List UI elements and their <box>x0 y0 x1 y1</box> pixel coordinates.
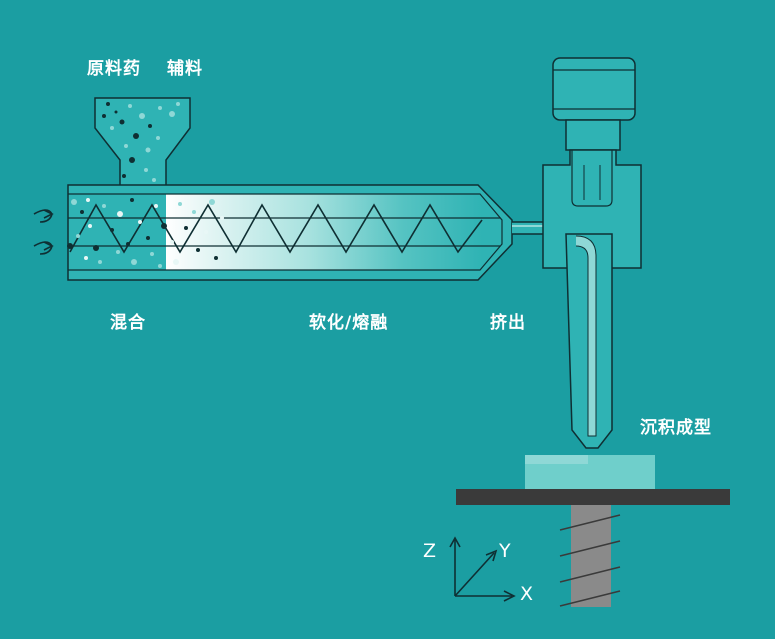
particle <box>156 136 160 140</box>
particle <box>106 102 110 106</box>
extruder-barrel <box>67 184 513 281</box>
particle <box>178 202 182 206</box>
particle <box>170 240 174 244</box>
particle <box>129 157 135 163</box>
particle <box>133 133 139 139</box>
particle <box>93 245 99 251</box>
particle <box>110 228 114 232</box>
particle <box>139 113 145 119</box>
particle <box>173 259 179 265</box>
particle <box>86 198 90 202</box>
mixing-particles <box>67 198 224 268</box>
feed-arrows <box>33 209 54 255</box>
particle <box>114 110 118 114</box>
lead-screw-threads <box>559 514 621 607</box>
particle <box>71 199 77 205</box>
particle <box>122 174 126 178</box>
x-axis-arrow <box>503 590 516 602</box>
particle <box>204 230 208 234</box>
particle <box>196 248 200 252</box>
particle <box>152 178 156 182</box>
particle <box>192 210 196 214</box>
screw-flight <box>69 203 483 254</box>
particle <box>117 211 123 217</box>
y-axis-label: Y <box>499 540 511 562</box>
particle <box>80 210 84 214</box>
particle <box>145 147 151 153</box>
particle <box>128 104 132 108</box>
z-axis-label: Z <box>423 540 437 562</box>
extrusion-label: 挤出 <box>490 313 526 333</box>
particle <box>84 256 88 260</box>
api-label: 原料药 <box>87 59 141 79</box>
particle <box>138 220 142 224</box>
particle <box>67 243 73 249</box>
particle <box>76 234 80 238</box>
mixing-label: 混合 <box>110 313 146 333</box>
build-plate <box>456 489 730 505</box>
particle <box>102 114 106 118</box>
excipient-label: 辅料 <box>167 59 203 79</box>
particle <box>214 256 218 260</box>
z-axis-arrow <box>449 536 461 548</box>
particle <box>158 264 162 268</box>
particle <box>119 119 125 125</box>
melting-label: 软化/熔融 <box>309 313 389 333</box>
particle <box>161 223 167 229</box>
print-head <box>542 57 642 449</box>
particle <box>176 102 180 106</box>
particle <box>126 242 130 246</box>
feed-arrow-upper <box>33 209 54 223</box>
particle <box>131 259 137 265</box>
particle <box>88 224 92 228</box>
particle <box>124 144 128 148</box>
particle <box>220 216 224 220</box>
particle <box>169 111 175 117</box>
motor <box>552 57 636 121</box>
particle <box>102 204 106 208</box>
particle <box>158 106 162 110</box>
deposition-label: 沉积成型 <box>640 418 712 438</box>
coordinate-axes <box>449 536 516 602</box>
lead-screw <box>571 505 611 607</box>
particle <box>150 252 154 256</box>
y-axis-arrow <box>485 549 498 562</box>
particle <box>144 168 148 172</box>
particle <box>130 198 134 202</box>
particle <box>209 199 215 205</box>
particle <box>110 126 114 130</box>
particle <box>148 124 152 128</box>
particle <box>154 204 158 208</box>
y-axis-line <box>454 552 495 597</box>
hopper <box>94 97 191 191</box>
feed-arrow-lower <box>33 241 54 255</box>
melt-zone <box>166 194 482 270</box>
hopper-particles <box>102 102 180 182</box>
particle <box>146 236 150 240</box>
x-axis-label: X <box>520 583 534 605</box>
particle <box>184 226 188 230</box>
particle <box>116 250 120 254</box>
particle <box>98 260 102 264</box>
